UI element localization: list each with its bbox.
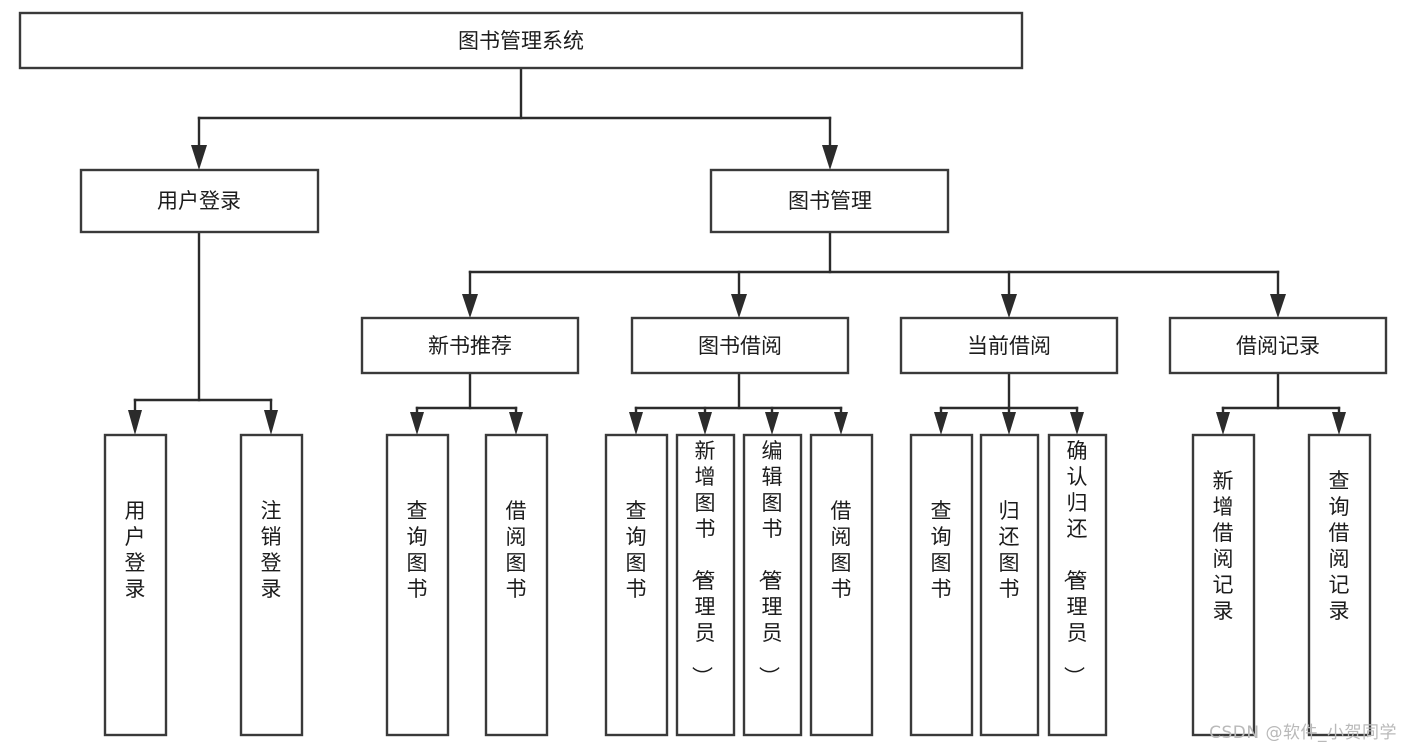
node-leaf-borrow-book-1[interactable]: 借阅图书 xyxy=(484,433,549,737)
arrow-head-leaf-add-book xyxy=(698,412,712,435)
node-borrow-record-box[interactable] xyxy=(1168,316,1388,375)
arrow-head-leaf-borrow-book-1 xyxy=(509,412,523,435)
node-leaf-user-login-box[interactable] xyxy=(103,433,168,737)
node-leaf-query-book-1-label: 查询图书 xyxy=(407,499,428,601)
node-leaf-query-book-3[interactable]: 查询图书 xyxy=(909,433,974,737)
node-leaf-query-record[interactable]: 查询借阅记录 xyxy=(1307,433,1372,737)
node-leaf-query-record-label: 查询借阅记录 xyxy=(1329,469,1350,623)
node-user-login-label: 用户登录 xyxy=(157,189,241,213)
node-book-borrow-label: 图书借阅 xyxy=(698,334,782,358)
node-leaf-query-book-2-box[interactable] xyxy=(604,433,669,737)
arrow-head-leaf-query-book-1 xyxy=(410,412,424,435)
node-leaf-return-book-label: 归还图书 xyxy=(999,499,1020,601)
arrow-head-user-login xyxy=(191,145,207,170)
node-leaf-confirm-return-box[interactable] xyxy=(1047,433,1108,737)
node-leaf-query-book-3-label: 查询图书 xyxy=(931,499,952,601)
node-leaf-query-book-2[interactable]: 查询图书 xyxy=(604,433,669,737)
node-new-book-recommend[interactable]: 新书推荐 xyxy=(360,316,580,375)
node-leaf-borrow-book-2-label: 借阅图书 xyxy=(831,499,852,601)
node-leaf-add-record[interactable]: 新增借阅记录 xyxy=(1191,433,1256,737)
arrow-head-new-book-recommend xyxy=(462,294,478,318)
node-leaf-add-record-label: 新增借阅记录 xyxy=(1213,469,1234,623)
arrow-head-leaf-return-book xyxy=(1002,412,1016,435)
node-leaf-user-login[interactable]: 用户登录 xyxy=(103,433,168,737)
node-leaf-edit-book[interactable]: 编辑图书（管理员） xyxy=(742,433,803,737)
node-leaf-return-book[interactable]: 归还图书 xyxy=(979,433,1040,737)
connector-group-current-borrow-to-leaves xyxy=(934,371,1084,435)
connector-group-borrow-record-to-leaves xyxy=(1216,371,1346,435)
node-borrow-record-label: 借阅记录 xyxy=(1236,334,1320,358)
csdn-watermark: CSDN @软件_小贺同学 xyxy=(1209,723,1397,743)
connector-group-book-borrow-to-leaves xyxy=(629,371,848,435)
node-leaf-add-record-box[interactable] xyxy=(1191,433,1256,737)
node-leaf-edit-book-label: 编辑图书（管理员） xyxy=(757,439,783,687)
node-leaf-confirm-return[interactable]: 确认归还（管理员） xyxy=(1047,433,1108,737)
arrow-head-book-borrow xyxy=(731,294,747,318)
node-book-management-box[interactable] xyxy=(709,168,950,234)
arrow-head-borrow-record xyxy=(1270,294,1286,318)
arrow-head-current-borrow xyxy=(1001,294,1017,318)
node-leaf-confirm-return-label: 确认归还（管理员） xyxy=(1062,439,1088,687)
node-leaf-add-book-box[interactable] xyxy=(675,433,736,737)
connector-group-book-management-to-level3 xyxy=(462,230,1286,318)
node-book-management-label: 图书管理 xyxy=(788,189,872,213)
node-leaf-query-book-3-box[interactable] xyxy=(909,433,974,737)
arrow-head-leaf-logout xyxy=(264,410,278,435)
node-leaf-borrow-book-2-box[interactable] xyxy=(809,433,874,737)
arrow-head-leaf-user-login xyxy=(128,410,142,435)
arrow-head-leaf-query-record xyxy=(1332,412,1346,435)
arrow-head-leaf-query-book-2 xyxy=(629,412,643,435)
arrow-head-leaf-add-record xyxy=(1216,412,1230,435)
node-user-login[interactable]: 用户登录 xyxy=(79,168,320,234)
node-leaf-edit-book-box[interactable] xyxy=(742,433,803,737)
connector-group-root-to-level2 xyxy=(191,66,838,170)
node-root[interactable]: 图书管理系统 xyxy=(18,11,1024,70)
node-book-borrow[interactable]: 图书借阅 xyxy=(630,316,850,375)
arrow-head-leaf-confirm-return xyxy=(1070,412,1084,435)
node-leaf-logout-label: 注销登录 xyxy=(261,499,282,601)
arrow-head-leaf-borrow-book-2 xyxy=(834,412,848,435)
node-leaf-return-book-box[interactable] xyxy=(979,433,1040,737)
node-leaf-borrow-book-2[interactable]: 借阅图书 xyxy=(809,433,874,737)
arrow-head-book-management xyxy=(822,145,838,170)
node-new-book-recommend-box[interactable] xyxy=(360,316,580,375)
node-book-borrow-box[interactable] xyxy=(630,316,850,375)
arrow-head-leaf-query-book-3 xyxy=(934,412,948,435)
node-new-book-recommend-label: 新书推荐 xyxy=(428,334,512,358)
node-leaf-add-book[interactable]: 新增图书（管理员） xyxy=(675,433,736,737)
node-leaf-query-record-box[interactable] xyxy=(1307,433,1372,737)
node-leaf-logout[interactable]: 注销登录 xyxy=(239,433,304,737)
node-borrow-record[interactable]: 借阅记录 xyxy=(1168,316,1388,375)
node-current-borrow-box[interactable] xyxy=(899,316,1119,375)
node-leaf-borrow-book-1-label: 借阅图书 xyxy=(506,499,527,601)
connector-group-new-book-recommend-to-leaves xyxy=(410,371,523,435)
node-root-box[interactable] xyxy=(18,11,1024,70)
node-current-borrow[interactable]: 当前借阅 xyxy=(899,316,1119,375)
node-current-borrow-label: 当前借阅 xyxy=(967,334,1051,358)
node-leaf-add-book-label: 新增图书（管理员） xyxy=(690,439,716,687)
node-book-management[interactable]: 图书管理 xyxy=(709,168,950,234)
connector-group-user-login-to-leaves xyxy=(128,230,278,435)
node-leaf-query-book-1[interactable]: 查询图书 xyxy=(385,433,450,737)
node-user-login-box[interactable] xyxy=(79,168,320,234)
node-leaf-borrow-book-1-box[interactable] xyxy=(484,433,549,737)
node-leaf-logout-box[interactable] xyxy=(239,433,304,737)
node-leaf-query-book-2-label: 查询图书 xyxy=(626,499,647,601)
node-leaf-user-login-label: 用户登录 xyxy=(125,499,146,601)
arrow-head-leaf-edit-book xyxy=(765,412,779,435)
node-root-label: 图书管理系统 xyxy=(458,29,584,53)
node-leaf-query-book-1-box[interactable] xyxy=(385,433,450,737)
